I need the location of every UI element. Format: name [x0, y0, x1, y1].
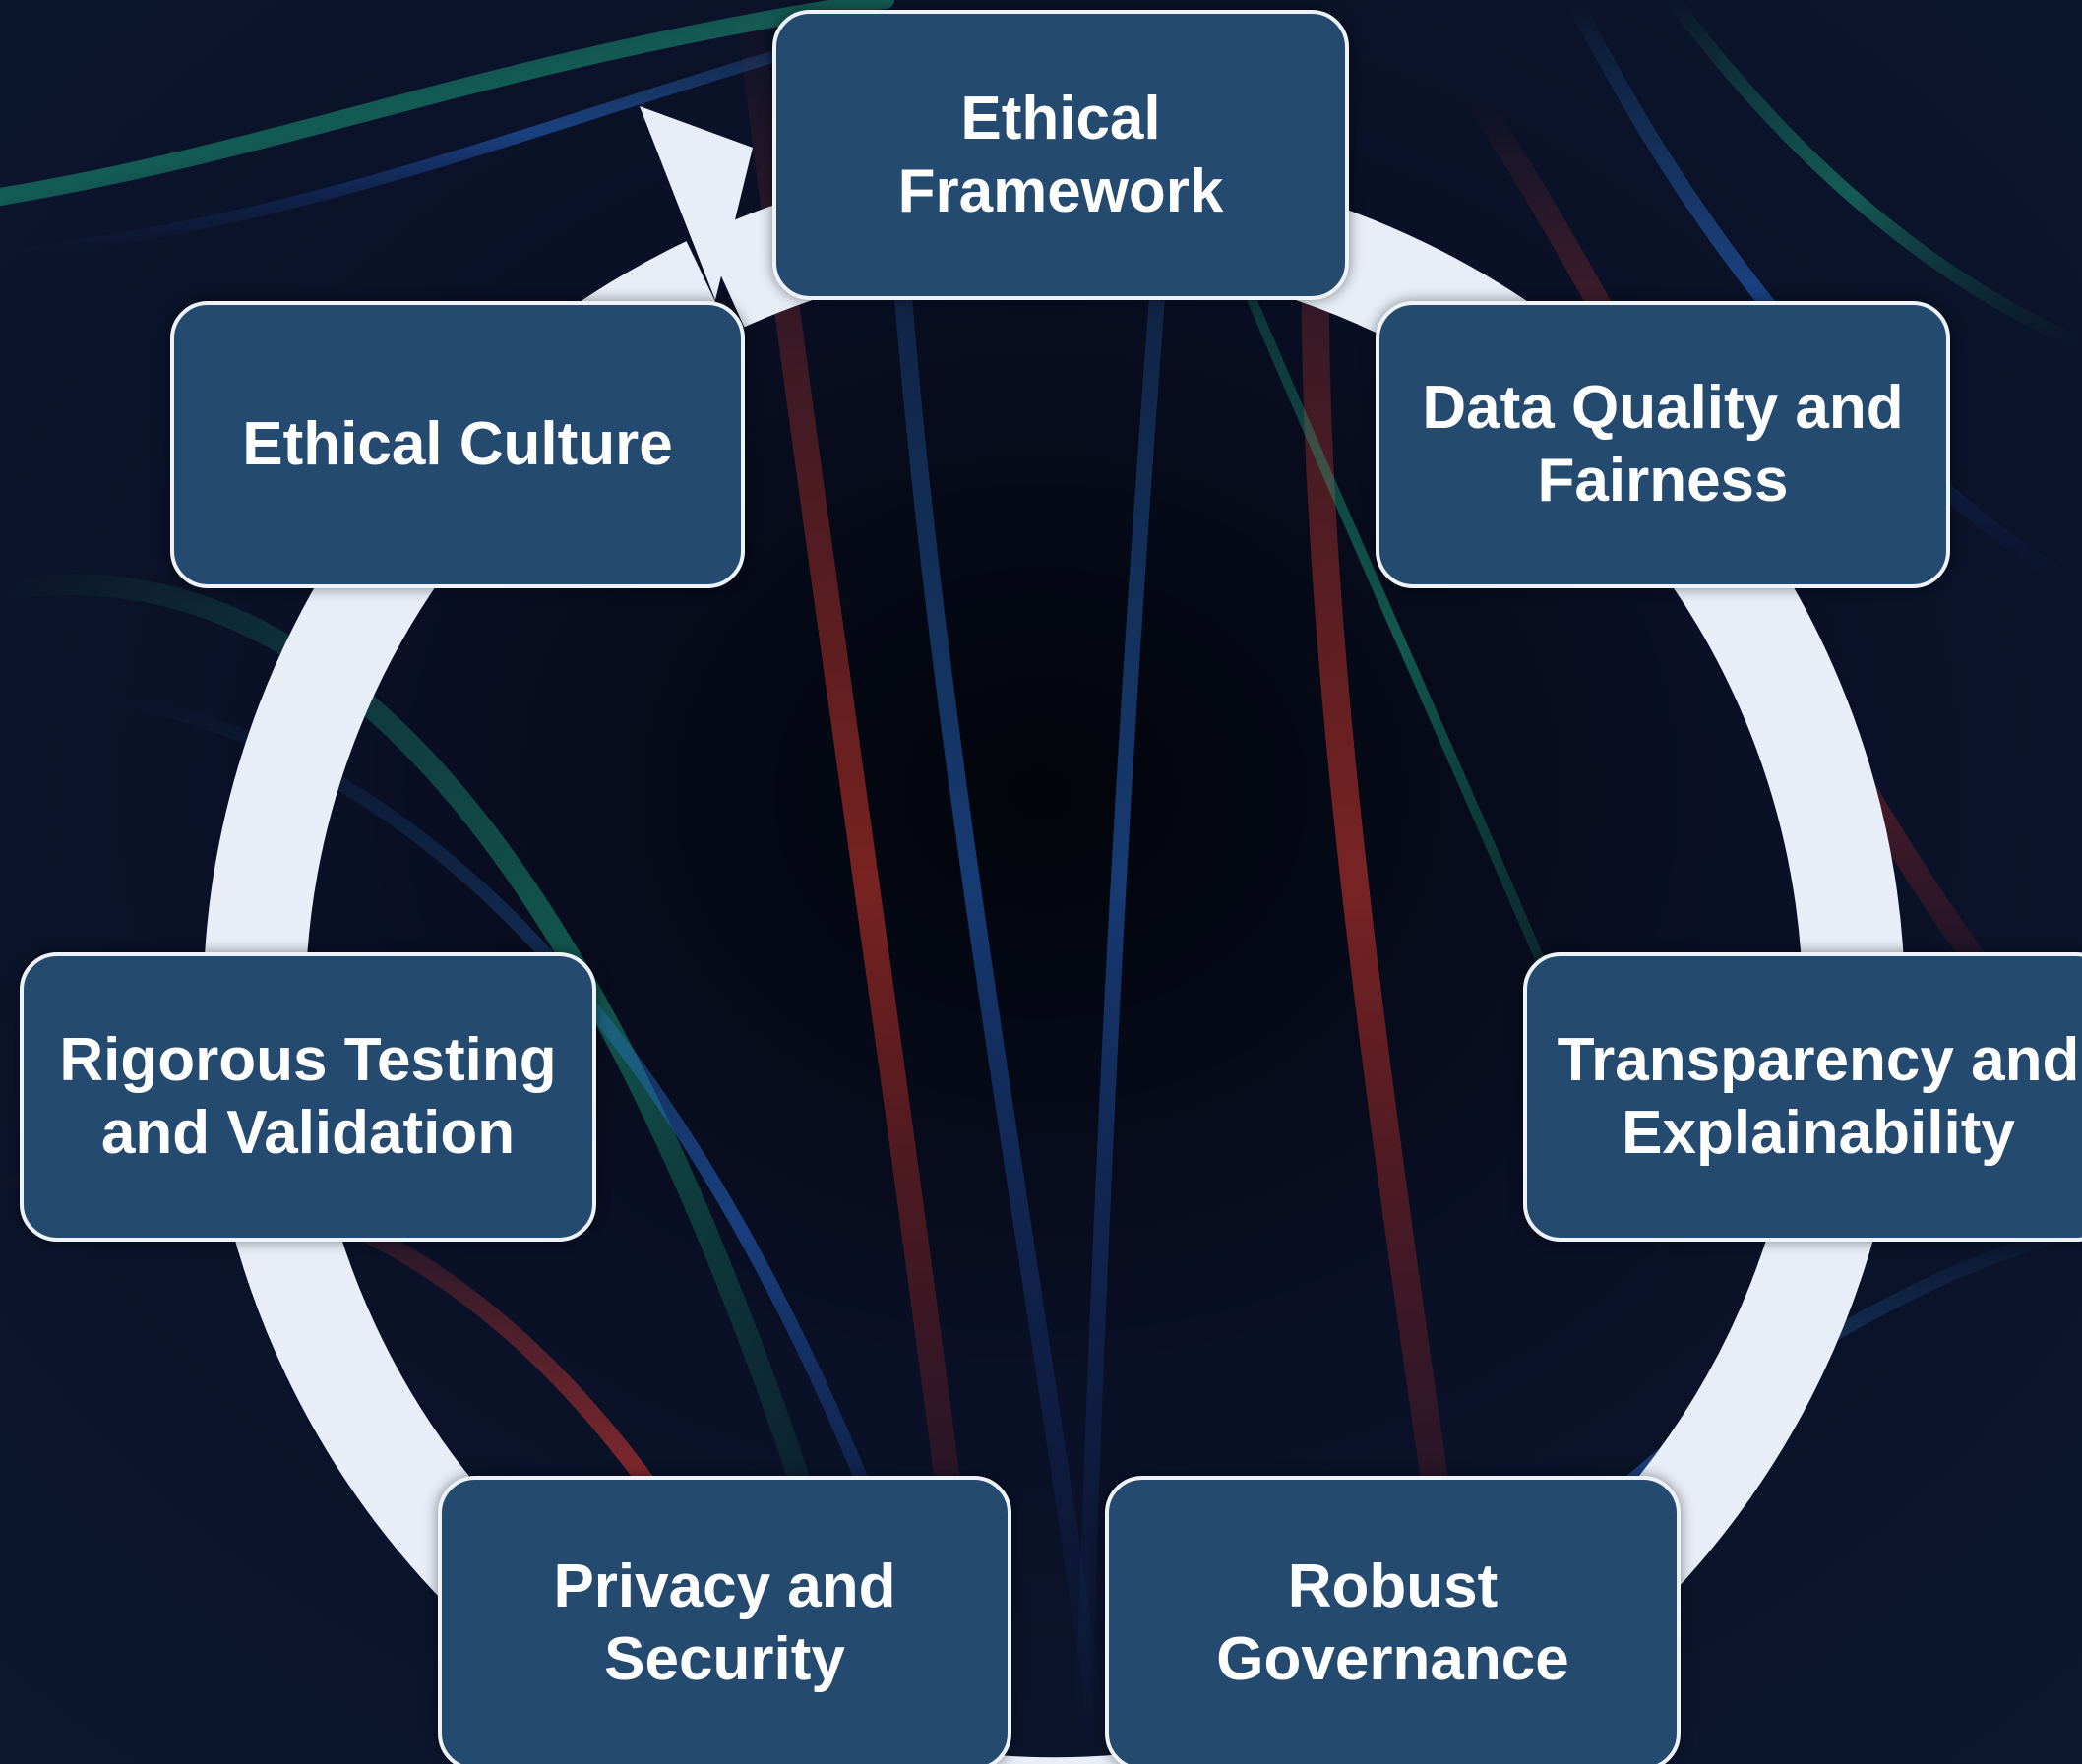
node-privacy-security-label: Privacy and Security — [553, 1552, 896, 1693]
cycle-arrow-head — [640, 106, 753, 300]
node-ethical-framework: Ethical Framework — [772, 10, 1349, 300]
node-data-quality-fairness: Data Quality and Fairness — [1376, 301, 1950, 588]
node-transparency-explainability: Transparency and Explainability — [1523, 952, 2082, 1242]
node-rigorous-testing-validation: Rigorous Testing and Validation — [20, 952, 596, 1242]
node-rigorous-testing-validation-label: Rigorous Testing and Validation — [59, 1026, 557, 1167]
node-ethical-culture: Ethical Culture — [170, 301, 745, 588]
node-privacy-security: Privacy and Security — [438, 1476, 1011, 1764]
node-data-quality-fairness-label: Data Quality and Fairness — [1422, 374, 1904, 515]
node-robust-governance: Robust Governance — [1105, 1476, 1681, 1764]
node-transparency-explainability-label: Transparency and Explainability — [1557, 1026, 2080, 1167]
node-ethical-framework-label: Ethical Framework — [897, 84, 1224, 225]
node-robust-governance-label: Robust Governance — [1216, 1552, 1569, 1693]
node-ethical-culture-label: Ethical Culture — [242, 410, 673, 478]
